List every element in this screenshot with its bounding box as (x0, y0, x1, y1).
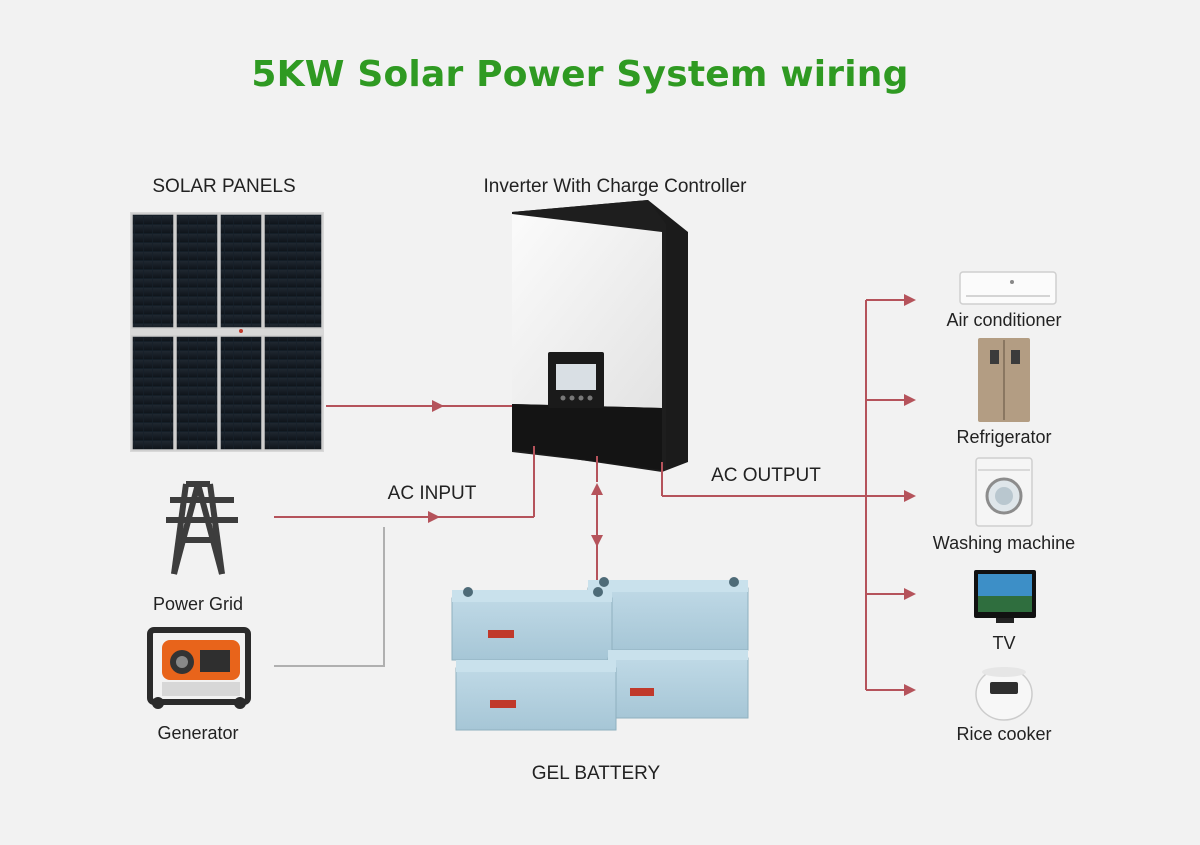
inverter-label: Inverter With Charge Controller (483, 176, 747, 197)
wiring (274, 294, 916, 696)
appliance-label-refrigerator: Refrigerator (956, 427, 1052, 447)
power-grid-label: Power Grid (152, 594, 244, 614)
appliance-label-rice-cooker: Rice cooker (956, 724, 1052, 744)
solar-panels-label: SOLAR PANELS (152, 176, 296, 197)
refrigerator-icon (978, 338, 1030, 422)
ac-input-label: AC INPUT (387, 483, 477, 504)
generator-icon (147, 627, 251, 709)
inverter-icon (512, 200, 688, 472)
appliance-label-air-conditioner: Air conditioner (946, 310, 1062, 330)
appliance-label-washing-machine: Washing machine (932, 533, 1076, 553)
air-conditioner-icon (959, 271, 1057, 305)
rice-cooker-icon (975, 667, 1033, 721)
generator-wire (274, 527, 385, 667)
tv-icon (974, 570, 1036, 623)
ac-output-label: AC OUTPUT (711, 465, 821, 486)
page-title: 5KW Solar Power System wiring (251, 54, 909, 95)
washing-machine-icon (975, 457, 1033, 527)
solar-panels-icon (130, 212, 324, 452)
gel-battery-icon (451, 577, 749, 731)
gel-battery-label: GEL BATTERY (531, 763, 661, 784)
power-grid-icon (166, 481, 238, 575)
generator-label: Generator (157, 723, 239, 743)
appliance-label-tv: TV (992, 633, 1016, 653)
